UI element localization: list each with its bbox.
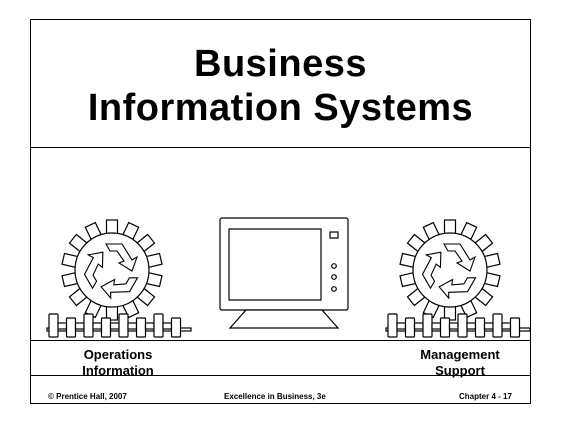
recycle-arrow: [83, 251, 104, 290]
left-gear-base: [46, 313, 192, 338]
base-post: [422, 313, 433, 338]
caption-management-support: Management Support: [395, 347, 525, 379]
caption-left-line-2: Information: [82, 363, 154, 378]
recycle-arrow: [443, 243, 477, 272]
recycle-icon: [421, 243, 477, 300]
title-box: Business Information Systems: [31, 20, 530, 148]
recycle-arrow: [100, 277, 139, 300]
footer-copyright: © Prentice Hall, 2007: [48, 392, 127, 401]
right-gear-base: [385, 313, 531, 338]
base-post: [170, 317, 182, 338]
base-post: [100, 317, 112, 338]
base-post: [83, 313, 94, 338]
base-post: [492, 313, 503, 338]
base-post: [457, 313, 468, 338]
base-post: [509, 317, 521, 338]
recycle-arrow: [438, 277, 477, 300]
footer-chapter-page: Chapter 4 - 17: [459, 392, 512, 401]
caption-right-line-2: Support: [435, 363, 485, 378]
base-post: [65, 317, 77, 338]
right-gear-icon: [399, 219, 501, 321]
computer-monitor-icon: [219, 217, 349, 329]
base-post: [439, 317, 451, 338]
base-post: [474, 317, 486, 338]
caption-operations-information: Operations Information: [53, 347, 183, 379]
caption-left-line-1: Operations: [83, 347, 153, 362]
base-post: [48, 313, 59, 338]
slide-title-line-2: Information Systems: [87, 87, 474, 129]
footer-divider: [31, 375, 530, 376]
base-post: [118, 313, 129, 338]
recycle-arrow: [105, 243, 139, 272]
left-gear-icon: [61, 219, 163, 321]
base-post: [153, 313, 164, 338]
recycle-icon: [83, 243, 139, 300]
base-post: [387, 313, 398, 338]
slide-title-line-1: Business: [194, 43, 367, 85]
caption-right-line-1: Management: [420, 347, 500, 362]
slide-frame: Business Information Systems: [30, 19, 531, 404]
caption-divider: [31, 340, 530, 341]
base-post: [135, 317, 147, 338]
recycle-arrow: [421, 251, 442, 290]
base-post: [404, 317, 416, 338]
footer-book-title: Excellence in Business, 3e: [224, 392, 326, 401]
